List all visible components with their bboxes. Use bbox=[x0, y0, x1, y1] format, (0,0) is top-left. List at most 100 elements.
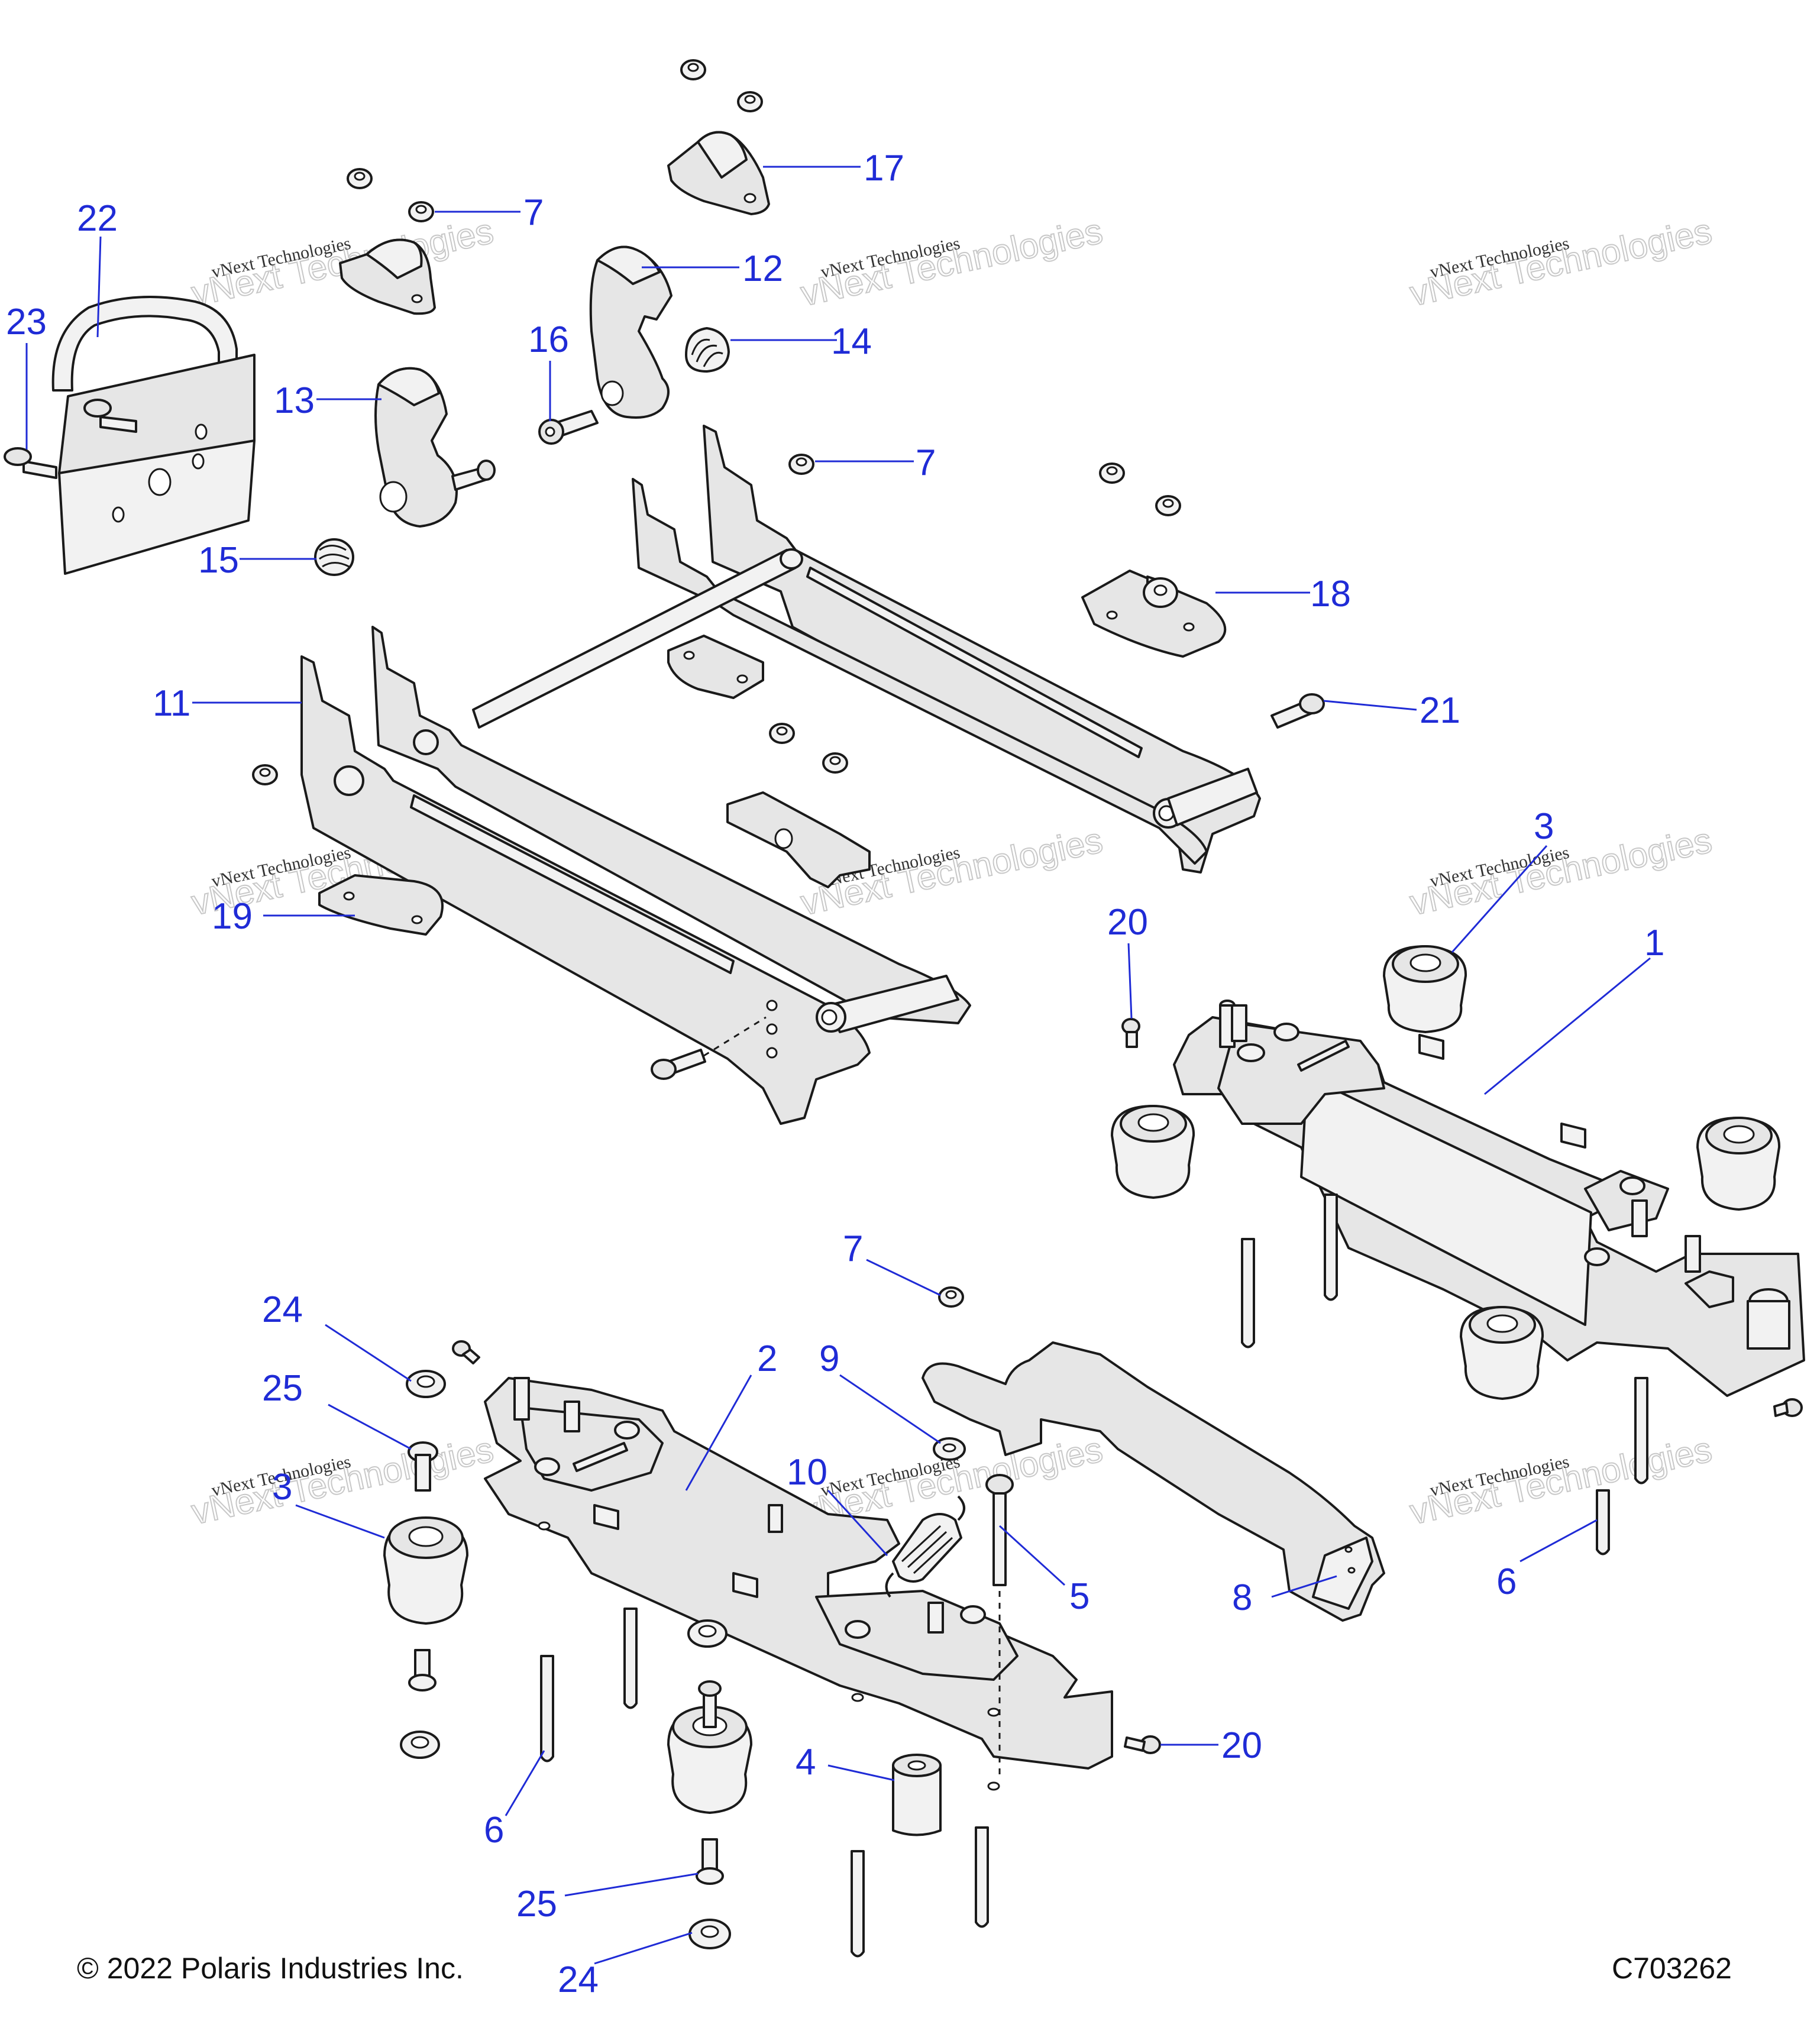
leader-22 bbox=[96, 236, 102, 338]
pin bbox=[1634, 1377, 1648, 1485]
leader-21 bbox=[1323, 700, 1417, 711]
washer bbox=[933, 1437, 966, 1461]
bushing-pin bbox=[696, 1838, 724, 1885]
roller bbox=[1111, 1105, 1195, 1199]
bushing bbox=[688, 1919, 731, 1949]
roller bbox=[383, 1516, 468, 1625]
watermark: vNext Technologies vNext Technologies bbox=[1406, 211, 1716, 314]
roller bbox=[1460, 1306, 1544, 1400]
callout-13: 13 bbox=[274, 380, 315, 421]
latch-bracket bbox=[726, 791, 871, 888]
screw bbox=[452, 1340, 480, 1364]
screw bbox=[1121, 1018, 1140, 1048]
callout-22: 22 bbox=[77, 198, 118, 239]
watermark: vNext Technologies vNext Technologies bbox=[187, 211, 497, 314]
bolt bbox=[985, 1474, 1014, 1586]
callout-12: 12 bbox=[742, 248, 783, 289]
leader-2 bbox=[685, 1374, 752, 1491]
plate-bracket bbox=[1081, 570, 1227, 658]
bushing-pin bbox=[408, 1649, 437, 1692]
callout-4: 4 bbox=[796, 1742, 816, 1783]
extension-spring bbox=[885, 1495, 965, 1598]
seat-carriage bbox=[1173, 1000, 1805, 1397]
leader-7c bbox=[866, 1259, 941, 1296]
callout-24: 24 bbox=[558, 1959, 599, 2000]
nut bbox=[938, 1286, 964, 1308]
callout-9: 9 bbox=[819, 1338, 839, 1379]
bolt bbox=[651, 1049, 706, 1080]
watermark: vNext Technologies vNext Technologies bbox=[187, 1429, 497, 1532]
pin bbox=[975, 1826, 989, 1928]
bushing bbox=[406, 1370, 446, 1398]
plate-bracket bbox=[667, 635, 764, 699]
nut bbox=[252, 764, 278, 785]
nut bbox=[1099, 463, 1125, 484]
bolt bbox=[1270, 693, 1325, 729]
nut bbox=[769, 723, 795, 744]
nut bbox=[1155, 495, 1181, 516]
pin bbox=[623, 1608, 638, 1709]
assembly-line bbox=[703, 1016, 767, 1057]
handle bbox=[51, 296, 256, 575]
nut bbox=[737, 91, 763, 112]
callout-7: 7 bbox=[523, 192, 544, 233]
callout-21: 21 bbox=[1420, 690, 1460, 731]
callout-10: 10 bbox=[787, 1452, 827, 1493]
callout-18: 18 bbox=[1310, 574, 1351, 615]
callout-19: 19 bbox=[212, 896, 253, 937]
seat-carriage bbox=[484, 1377, 1113, 1791]
pin bbox=[1324, 1194, 1338, 1301]
callout-7: 7 bbox=[916, 442, 936, 483]
nut bbox=[788, 454, 814, 475]
callout-1: 1 bbox=[1644, 923, 1664, 963]
bolt bbox=[83, 399, 137, 433]
leader-24b bbox=[594, 1932, 693, 1965]
leader-6b bbox=[505, 1750, 545, 1816]
roller bbox=[1696, 1117, 1781, 1211]
parts bbox=[4, 59, 1805, 1958]
screw bbox=[1773, 1398, 1803, 1417]
leader-25b bbox=[564, 1872, 699, 1897]
callout-25: 25 bbox=[262, 1368, 303, 1409]
nut bbox=[408, 201, 434, 222]
callout-25: 25 bbox=[516, 1884, 557, 1925]
callout-20: 20 bbox=[1107, 902, 1148, 943]
seat-frame bbox=[300, 425, 1261, 1125]
latch-bracket bbox=[339, 238, 436, 315]
roller bbox=[1383, 945, 1467, 1033]
leader-10 bbox=[827, 1489, 888, 1557]
pin bbox=[1596, 1489, 1610, 1555]
callout-15: 15 bbox=[198, 540, 239, 581]
spring bbox=[685, 327, 730, 373]
callout-3: 3 bbox=[1534, 806, 1554, 847]
bushing bbox=[400, 1731, 440, 1759]
spring bbox=[314, 538, 354, 576]
copyright-text: © 2022 Polaris Industries Inc. bbox=[77, 1952, 464, 1985]
callout-17: 17 bbox=[864, 148, 904, 189]
latch bbox=[589, 245, 673, 419]
callout-6: 6 bbox=[1496, 1561, 1517, 1602]
callouts: 17 7 22 12 23 16 14 13 7 15 18 11 21 3 2… bbox=[6, 148, 1664, 2000]
callout-20: 20 bbox=[1221, 1725, 1262, 1766]
callout-5: 5 bbox=[1069, 1576, 1089, 1617]
callout-14: 14 bbox=[831, 321, 872, 362]
bushing-pin bbox=[408, 1441, 438, 1492]
leader-3a bbox=[1451, 845, 1548, 953]
pin bbox=[540, 1655, 554, 1762]
plate-bracket bbox=[318, 874, 444, 936]
leader-lines bbox=[25, 166, 1651, 1965]
screw bbox=[1124, 1735, 1161, 1754]
leader-9 bbox=[839, 1374, 941, 1444]
leader-1 bbox=[1484, 957, 1651, 1095]
leader-6a bbox=[1519, 1519, 1598, 1563]
diagram-code: C703262 bbox=[1612, 1952, 1732, 1985]
leader-3b bbox=[295, 1504, 385, 1539]
latch bbox=[374, 367, 496, 528]
callout-7: 7 bbox=[843, 1228, 863, 1269]
leader-4 bbox=[827, 1764, 895, 1781]
nut bbox=[347, 168, 373, 189]
nut bbox=[680, 59, 706, 80]
leader-20a bbox=[1127, 943, 1133, 1019]
pin bbox=[851, 1850, 865, 1958]
